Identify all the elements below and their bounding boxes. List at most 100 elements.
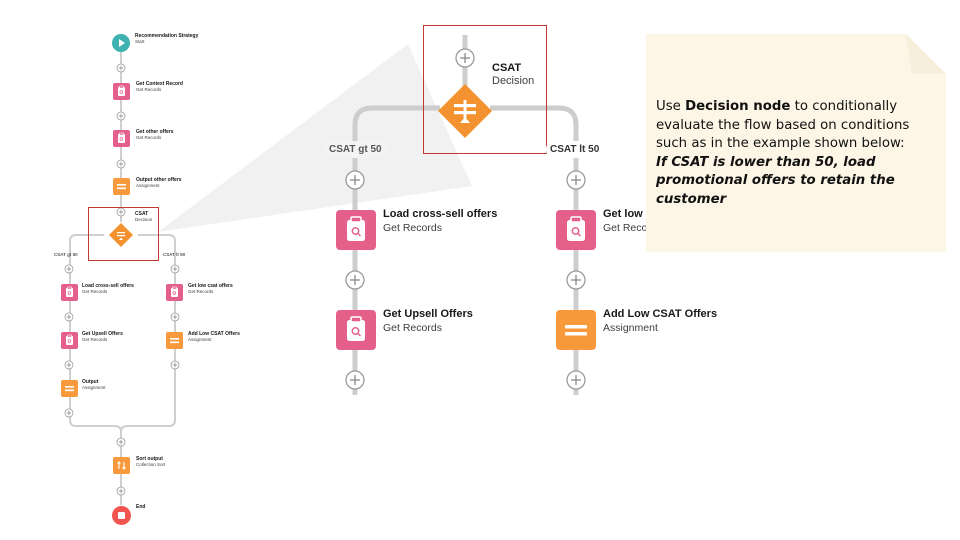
node-subtitle: Get Records [383,222,442,234]
plus-circle-icon [116,159,126,169]
note-folded-corner [906,34,946,74]
node-title: Add Low CSAT Offers [603,308,718,320]
add-element-button[interactable] [115,157,127,169]
clipboard-search-icon [347,316,365,341]
clipboard-search-icon [118,85,125,96]
note-intro-bold: Decision node [685,99,791,114]
plus-circle-icon [64,312,74,322]
add-element-button[interactable] [63,406,75,418]
mini-highlight-box [88,207,159,261]
node-get-low-csat-offers[interactable] [556,210,596,250]
plus-circle-icon [116,111,126,121]
mini-node-load-cross-sell[interactable] [61,284,78,301]
mini-node-get-context-record[interactable] [113,83,130,100]
equals-icon [117,184,126,190]
add-element-button[interactable] [344,369,366,391]
mini-node-get-upsell[interactable] [61,332,78,349]
mini-node-title: Output other offers [136,177,182,183]
add-element-button[interactable] [115,61,127,73]
add-element-button[interactable] [115,205,127,217]
plus-circle-icon [64,264,74,274]
highlight-box [423,25,547,154]
sort-arrows-icon [117,461,126,470]
mini-node-get-low-csat[interactable] [166,284,183,301]
mini-decision-title: CSAT [135,211,149,217]
mini-node-output-other-offers[interactable] [113,178,130,195]
node-subtitle: Assignment [603,322,658,334]
signpost-icon [454,100,476,123]
mini-end-node[interactable] [112,506,131,525]
mini-decision-subtitle: Decision [135,217,153,222]
add-element-button[interactable] [565,169,587,191]
mini-node-title: Add Low CSAT Offers [188,331,240,337]
add-element-button[interactable] [169,358,181,370]
mini-node-add-low-csat[interactable] [166,332,183,349]
mini-end-title: End [136,504,146,510]
mini-node-subtitle: Assignment [82,385,106,390]
add-element-button[interactable] [344,269,366,291]
clipboard-search-icon [118,132,125,143]
node-get-upsell-offers[interactable] [336,310,376,350]
plus-circle-icon [170,312,180,322]
mini-decision-node[interactable] [109,223,133,247]
add-element-button[interactable] [115,109,127,121]
mini-node-subtitle: Get Records [188,289,214,294]
mini-node-title: Get Upsell Offers [82,331,123,337]
plus-circle-icon [116,437,126,447]
add-element-button[interactable] [454,47,476,69]
note-example: If CSAT is lower than 50, load promotion… [656,154,895,207]
plus-circle-icon [345,170,365,190]
mini-start-title: Recommendation Strategy [135,33,199,39]
equals-icon [65,386,74,392]
node-subtitle: Get Records [383,322,442,334]
mini-node-title: Get other offers [136,129,174,135]
mini-node-title: Get low csat offers [188,283,233,289]
mini-branch-label-gt: CSAT gt 50 [54,252,78,257]
decision-node[interactable] [437,83,493,139]
mini-sort-subtitle: Collection Sort [136,462,166,467]
mini-node-output[interactable] [61,380,78,397]
node-title: Get Upsell Offers [383,308,473,320]
add-element-button[interactable] [63,358,75,370]
decision-subtitle: Decision [492,75,535,87]
mini-node-title: Load cross-sell offers [82,283,134,289]
add-element-button[interactable] [565,369,587,391]
add-element-button[interactable] [169,310,181,322]
note-text: Use Decision node to conditionally evalu… [656,98,941,209]
add-element-button[interactable] [115,484,127,496]
sticky-note [646,34,946,252]
signpost-icon [117,232,125,240]
add-element-button[interactable] [63,262,75,274]
branch-label-lt: CSAT lt 50 [546,141,604,158]
mini-node-get-other-offers[interactable] [113,130,130,147]
plus-circle-icon [455,48,475,68]
play-icon [119,39,125,47]
mini-node-title: Get Context Record [136,81,183,87]
mini-node-subtitle: Get Records [82,337,108,342]
clipboard-search-icon [567,216,585,241]
plus-circle-icon [64,360,74,370]
add-element-button[interactable] [169,262,181,274]
node-title: Load cross-sell offers [383,208,498,220]
plus-circle-icon [345,270,365,290]
add-element-button[interactable] [63,310,75,322]
node-add-low-csat-offers[interactable] [556,310,596,350]
decision-title: CSAT [492,62,522,74]
mini-node-subtitle: Get Records [136,135,162,140]
mini-node-subtitle: Assignment [188,337,212,342]
mini-node-subtitle: Get Records [82,289,108,294]
add-element-button[interactable] [115,435,127,447]
mini-start-node[interactable] [112,34,130,52]
clipboard-search-icon [171,286,178,297]
mini-node-sort-output[interactable] [113,457,130,474]
node-load-cross-sell-offers[interactable] [336,210,376,250]
plus-circle-icon [116,486,126,496]
clipboard-search-icon [66,286,73,297]
mini-node-subtitle: Assignment [136,183,160,188]
add-element-button[interactable] [565,269,587,291]
add-element-button[interactable] [344,169,366,191]
mini-node-subtitle: Get Records [136,87,162,92]
plus-circle-icon [566,270,586,290]
clipboard-search-icon [347,216,365,241]
